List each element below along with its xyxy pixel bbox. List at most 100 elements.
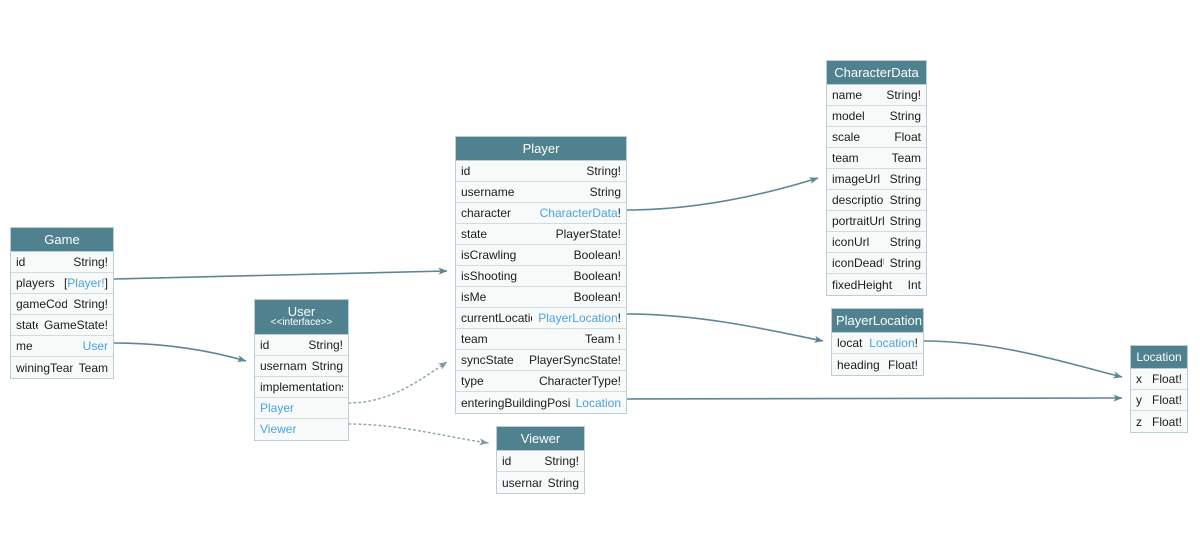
field-row[interactable]: description String bbox=[827, 190, 926, 211]
field-type: Float! bbox=[1151, 414, 1182, 429]
field-row[interactable]: username String bbox=[497, 472, 584, 493]
type-link[interactable]: Player! bbox=[67, 276, 105, 290]
field-row[interactable]: team Team bbox=[827, 148, 926, 169]
field-row[interactable]: y Float! bbox=[1131, 390, 1187, 411]
field-type: PlayerLocation! bbox=[538, 311, 621, 325]
field-row[interactable]: players [Player!] bbox=[11, 273, 113, 294]
field-row[interactable]: id String! bbox=[11, 252, 113, 273]
field-row[interactable]: name String! bbox=[827, 85, 926, 106]
field-row[interactable]: currentLocation PlayerLocation! bbox=[456, 308, 626, 329]
field-row[interactable]: enteringBuildingPosition Location bbox=[456, 392, 626, 413]
field-type: Float bbox=[894, 130, 921, 144]
field-row[interactable]: me User bbox=[11, 336, 113, 357]
implementation-row[interactable]: Viewer bbox=[255, 418, 348, 440]
field-name: id bbox=[260, 337, 270, 352]
field-name: state bbox=[16, 318, 38, 332]
field-type: String bbox=[889, 109, 921, 123]
field-name: location bbox=[837, 336, 863, 350]
field-type: Team bbox=[891, 151, 921, 165]
field-type: Location! bbox=[869, 336, 918, 350]
entity-stereotype: <<interface>> bbox=[270, 317, 333, 328]
type-link[interactable]: User bbox=[82, 339, 108, 353]
field-type: PlayerSyncState! bbox=[528, 353, 621, 367]
entity-location[interactable]: Location x Float! y Float! z Float! bbox=[1130, 345, 1188, 433]
edge-player-enteringbuildingposition-to-location bbox=[626, 394, 1123, 402]
field-type: String! bbox=[308, 337, 343, 352]
field-row[interactable]: z Float! bbox=[1131, 411, 1187, 432]
type-link[interactable]: CharacterData bbox=[539, 206, 618, 220]
field-type: String bbox=[547, 475, 579, 490]
field-row[interactable]: state PlayerState! bbox=[456, 224, 626, 245]
field-row[interactable]: isMe Boolean! bbox=[456, 287, 626, 308]
type-link[interactable]: Location bbox=[575, 395, 621, 410]
entity-playerlocation[interactable]: PlayerLocation location Location! headin… bbox=[831, 308, 924, 376]
field-type: Location bbox=[576, 396, 621, 410]
field-row[interactable]: state GameState! bbox=[11, 315, 113, 336]
field-type: [Player!] bbox=[64, 276, 108, 290]
field-name: portraitUrl bbox=[832, 214, 884, 228]
field-type: Boolean! bbox=[573, 248, 621, 262]
type-link[interactable]: PlayerLocation bbox=[538, 311, 618, 325]
field-type: String bbox=[311, 358, 343, 373]
entity-name-text: User bbox=[287, 304, 316, 319]
entity-viewer[interactable]: Viewer id String! username String bbox=[496, 426, 585, 494]
field-name: character bbox=[461, 206, 512, 220]
field-type: String! bbox=[73, 297, 108, 311]
nonnull-marker: ! bbox=[617, 206, 621, 220]
entity-characterdata[interactable]: CharacterData name String! model String … bbox=[826, 60, 927, 296]
field-row[interactable]: winingTeam Team bbox=[11, 357, 113, 378]
field-type: CharacterType! bbox=[538, 374, 621, 388]
field-type: Float! bbox=[1151, 372, 1182, 386]
field-type: PlayerState! bbox=[555, 227, 621, 241]
entity-user[interactable]: User <<interface>> id String! username S… bbox=[254, 299, 349, 441]
field-row[interactable]: gameCode String! bbox=[11, 294, 113, 315]
field-row[interactable]: portraitUrl String bbox=[827, 211, 926, 232]
field-name: enteringBuildingPosition bbox=[461, 395, 570, 410]
field-row[interactable]: isShooting Boolean! bbox=[456, 266, 626, 287]
field-name: team bbox=[461, 332, 488, 346]
entity-game[interactable]: Game id String! players [Player!] gameCo… bbox=[10, 227, 114, 379]
field-row[interactable]: team Team ! bbox=[456, 329, 626, 350]
field-row[interactable]: syncState PlayerSyncState! bbox=[456, 350, 626, 371]
field-row[interactable]: id String! bbox=[497, 451, 584, 472]
field-row[interactable]: x Float! bbox=[1131, 369, 1187, 390]
entity-title-characterdata: CharacterData bbox=[827, 61, 926, 85]
field-row[interactable]: iconUrl String bbox=[827, 232, 926, 253]
type-link[interactable]: Viewer bbox=[260, 422, 297, 436]
field-type: String bbox=[889, 235, 921, 249]
field-row[interactable]: type CharacterType! bbox=[456, 371, 626, 392]
field-row[interactable]: username String bbox=[255, 355, 348, 377]
field-name: type bbox=[461, 374, 484, 388]
field-name: name bbox=[832, 88, 863, 102]
field-type: CharacterData! bbox=[540, 206, 621, 220]
field-row[interactable]: imageUrl String bbox=[827, 169, 926, 190]
field-type: String! bbox=[886, 88, 921, 102]
field-row[interactable]: iconDeadUrl String bbox=[827, 253, 926, 274]
field-row[interactable]: location Location! bbox=[832, 333, 923, 354]
field-name: heading bbox=[837, 357, 880, 372]
field-type: GameState! bbox=[43, 318, 108, 332]
field-type: String bbox=[889, 172, 921, 186]
field-name: iconUrl bbox=[832, 235, 870, 249]
type-link[interactable]: Player bbox=[260, 400, 295, 415]
edge-user-player-implementation bbox=[348, 361, 448, 404]
field-name: winingTeam bbox=[16, 360, 73, 375]
type-link[interactable]: Location bbox=[869, 336, 915, 350]
field-row[interactable]: id String! bbox=[255, 334, 348, 356]
field-row[interactable]: fixedHeight Int bbox=[827, 274, 926, 295]
entity-player[interactable]: Player id String! username String charac… bbox=[455, 136, 627, 414]
field-row[interactable]: model String bbox=[827, 106, 926, 127]
field-name: fixedHeight bbox=[832, 277, 893, 292]
field-row[interactable]: character CharacterData! bbox=[456, 203, 626, 224]
field-row[interactable]: id String! bbox=[456, 161, 626, 182]
implementation-row[interactable]: Player bbox=[255, 397, 348, 419]
field-name: username bbox=[502, 475, 542, 490]
bracket-open: [ bbox=[63, 276, 68, 290]
field-name: me bbox=[16, 339, 33, 353]
field-row[interactable]: scale Float bbox=[827, 127, 926, 148]
field-row[interactable]: isCrawling Boolean! bbox=[456, 245, 626, 266]
field-name: z bbox=[1136, 414, 1142, 429]
field-row[interactable]: heading Float! bbox=[832, 354, 923, 375]
field-row[interactable]: username String bbox=[456, 182, 626, 203]
